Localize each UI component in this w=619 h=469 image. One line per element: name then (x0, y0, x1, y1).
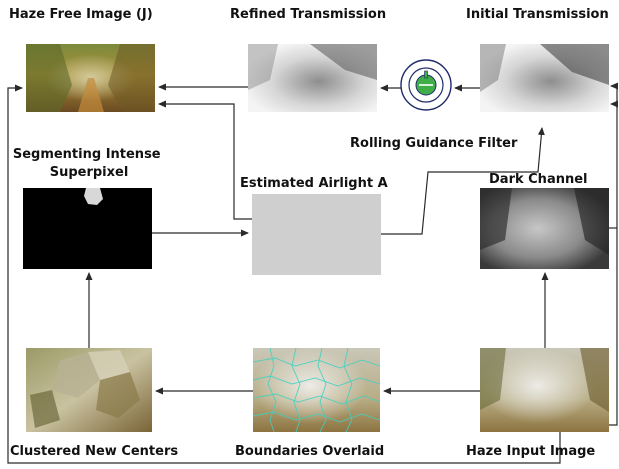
label-boundaries: Boundaries Overlaid (235, 444, 384, 459)
label-initial: Initial Transmission (466, 7, 609, 22)
label-segmenting: Segmenting Intense Superpixel (13, 147, 165, 180)
initial-transmission-image (480, 44, 609, 112)
label-haze-free: Haze Free Image (J) (9, 7, 153, 22)
segmenting-superpixel-image (23, 188, 152, 269)
label-airlight: Estimated Airlight A (240, 176, 388, 191)
arrow-right-loop-a (609, 82, 618, 426)
connectors (7, 82, 618, 464)
haze-free-image (26, 44, 155, 112)
rolling-filter-icon (400, 59, 452, 111)
label-haze-input: Haze Input Image (466, 444, 595, 459)
boundaries-overlaid-image (252, 347, 381, 433)
label-rolling-filter: Rolling Guidance Filter (350, 136, 518, 151)
clustered-centers-image (26, 348, 152, 432)
label-refined: Refined Transmission (230, 7, 386, 22)
refined-transmission-image (248, 44, 377, 112)
arrow-airlight-to-hazefree (158, 100, 252, 220)
label-segmenting-line2: Superpixel (50, 165, 129, 180)
haze-input-image (480, 348, 609, 432)
label-segmenting-line1: Segmenting Intense (13, 147, 161, 162)
arrow-airlight-to-initial (381, 127, 545, 235)
arrow-input-to-hazefree-loop (7, 84, 561, 464)
airlight-box (252, 194, 381, 275)
dark-channel-image (480, 188, 609, 269)
label-dark-channel: Dark Channel (489, 172, 588, 187)
label-clustered: Clustered New Centers (10, 444, 178, 459)
